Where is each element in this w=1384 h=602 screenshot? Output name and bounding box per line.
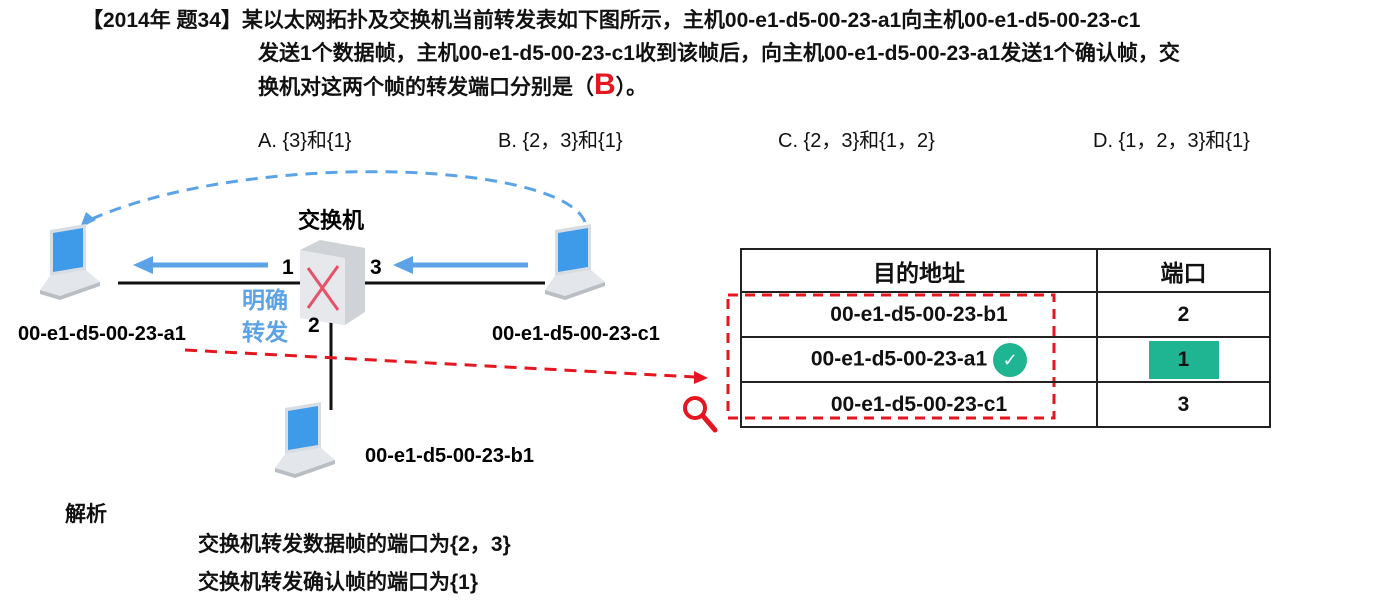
arc-arrow-head: [80, 212, 96, 228]
row-port-highlighted: 1: [1148, 340, 1219, 379]
question-line-3-pre: 换机对这两个帧的转发端口分别是（: [258, 76, 594, 99]
ack-path-arc: [84, 170, 587, 224]
magnifier-icon: [683, 396, 718, 433]
lookup-pointer: [184, 348, 696, 379]
note-line-1: 明确: [242, 287, 288, 313]
host-c-label: 00-e1-d5-00-23-c1: [492, 323, 660, 345]
question-line-3-post: ）。: [615, 76, 648, 99]
question-line-2: 发送1个数据帧，主机00-e1-d5-00-23-c1收到该帧后，向主机00-e…: [258, 42, 1180, 65]
row-port-cell: 1: [1096, 336, 1271, 383]
table-row: 00-e1-d5-00-23-b1 2: [740, 291, 1271, 338]
port-1-label: 1: [282, 256, 294, 279]
question-line-1: 【2014年 题34】某以太网拓扑及交换机当前转发表如下图所示，主机00-e1-…: [82, 9, 1141, 32]
table-row: 00-e1-d5-00-23-a1✓ 1: [740, 336, 1271, 383]
row-port: 2: [1096, 291, 1271, 338]
header-address: 目的地址: [740, 248, 1098, 293]
analysis-line-1: 交换机转发数据帧的端口为{2，3}: [198, 533, 511, 556]
note-line-2: 转发: [242, 319, 288, 345]
row-address: 00-e1-d5-00-23-c1: [740, 381, 1098, 428]
option-b: B. {2，3}和{1}: [498, 130, 623, 152]
switch-label: 交换机: [298, 208, 364, 233]
check-icon: ✓: [993, 342, 1028, 377]
port-2-label: 2: [308, 314, 320, 337]
host-a-label: 00-e1-d5-00-23-a1: [18, 323, 186, 345]
table-row: 00-e1-d5-00-23-c1 3: [740, 381, 1271, 428]
analysis-line-2: 交换机转发确认帧的端口为{1}: [198, 571, 479, 594]
laptop-b-icon: [275, 402, 335, 478]
forwarding-table: 目的地址 端口 00-e1-d5-00-23-b1 2 00-e1-d5-00-…: [740, 248, 1271, 428]
table-header: 目的地址 端口: [740, 248, 1271, 293]
answer-mark: B: [594, 68, 616, 101]
port-3-label: 3: [370, 256, 382, 279]
row-address: 00-e1-d5-00-23-b1: [740, 291, 1098, 338]
laptop-c-icon: [545, 224, 605, 300]
switch-icon: [300, 240, 365, 325]
row-address-cell: 00-e1-d5-00-23-a1✓: [740, 336, 1098, 383]
option-d: D. {1，2，3}和{1}: [1093, 130, 1250, 152]
laptop-a-icon: [40, 224, 100, 300]
row-port: 3: [1096, 381, 1271, 428]
host-b-label: 00-e1-d5-00-23-b1: [365, 445, 534, 467]
row-address: 00-e1-d5-00-23-a1: [810, 347, 988, 371]
header-port: 端口: [1096, 248, 1271, 293]
question-line-3: 换机对这两个帧的转发端口分别是（B）。: [258, 68, 647, 104]
option-a: A. {3}和{1}: [258, 130, 352, 152]
analysis-title: 解析: [65, 503, 107, 526]
option-c: C. {2，3}和{1，2}: [778, 130, 935, 152]
